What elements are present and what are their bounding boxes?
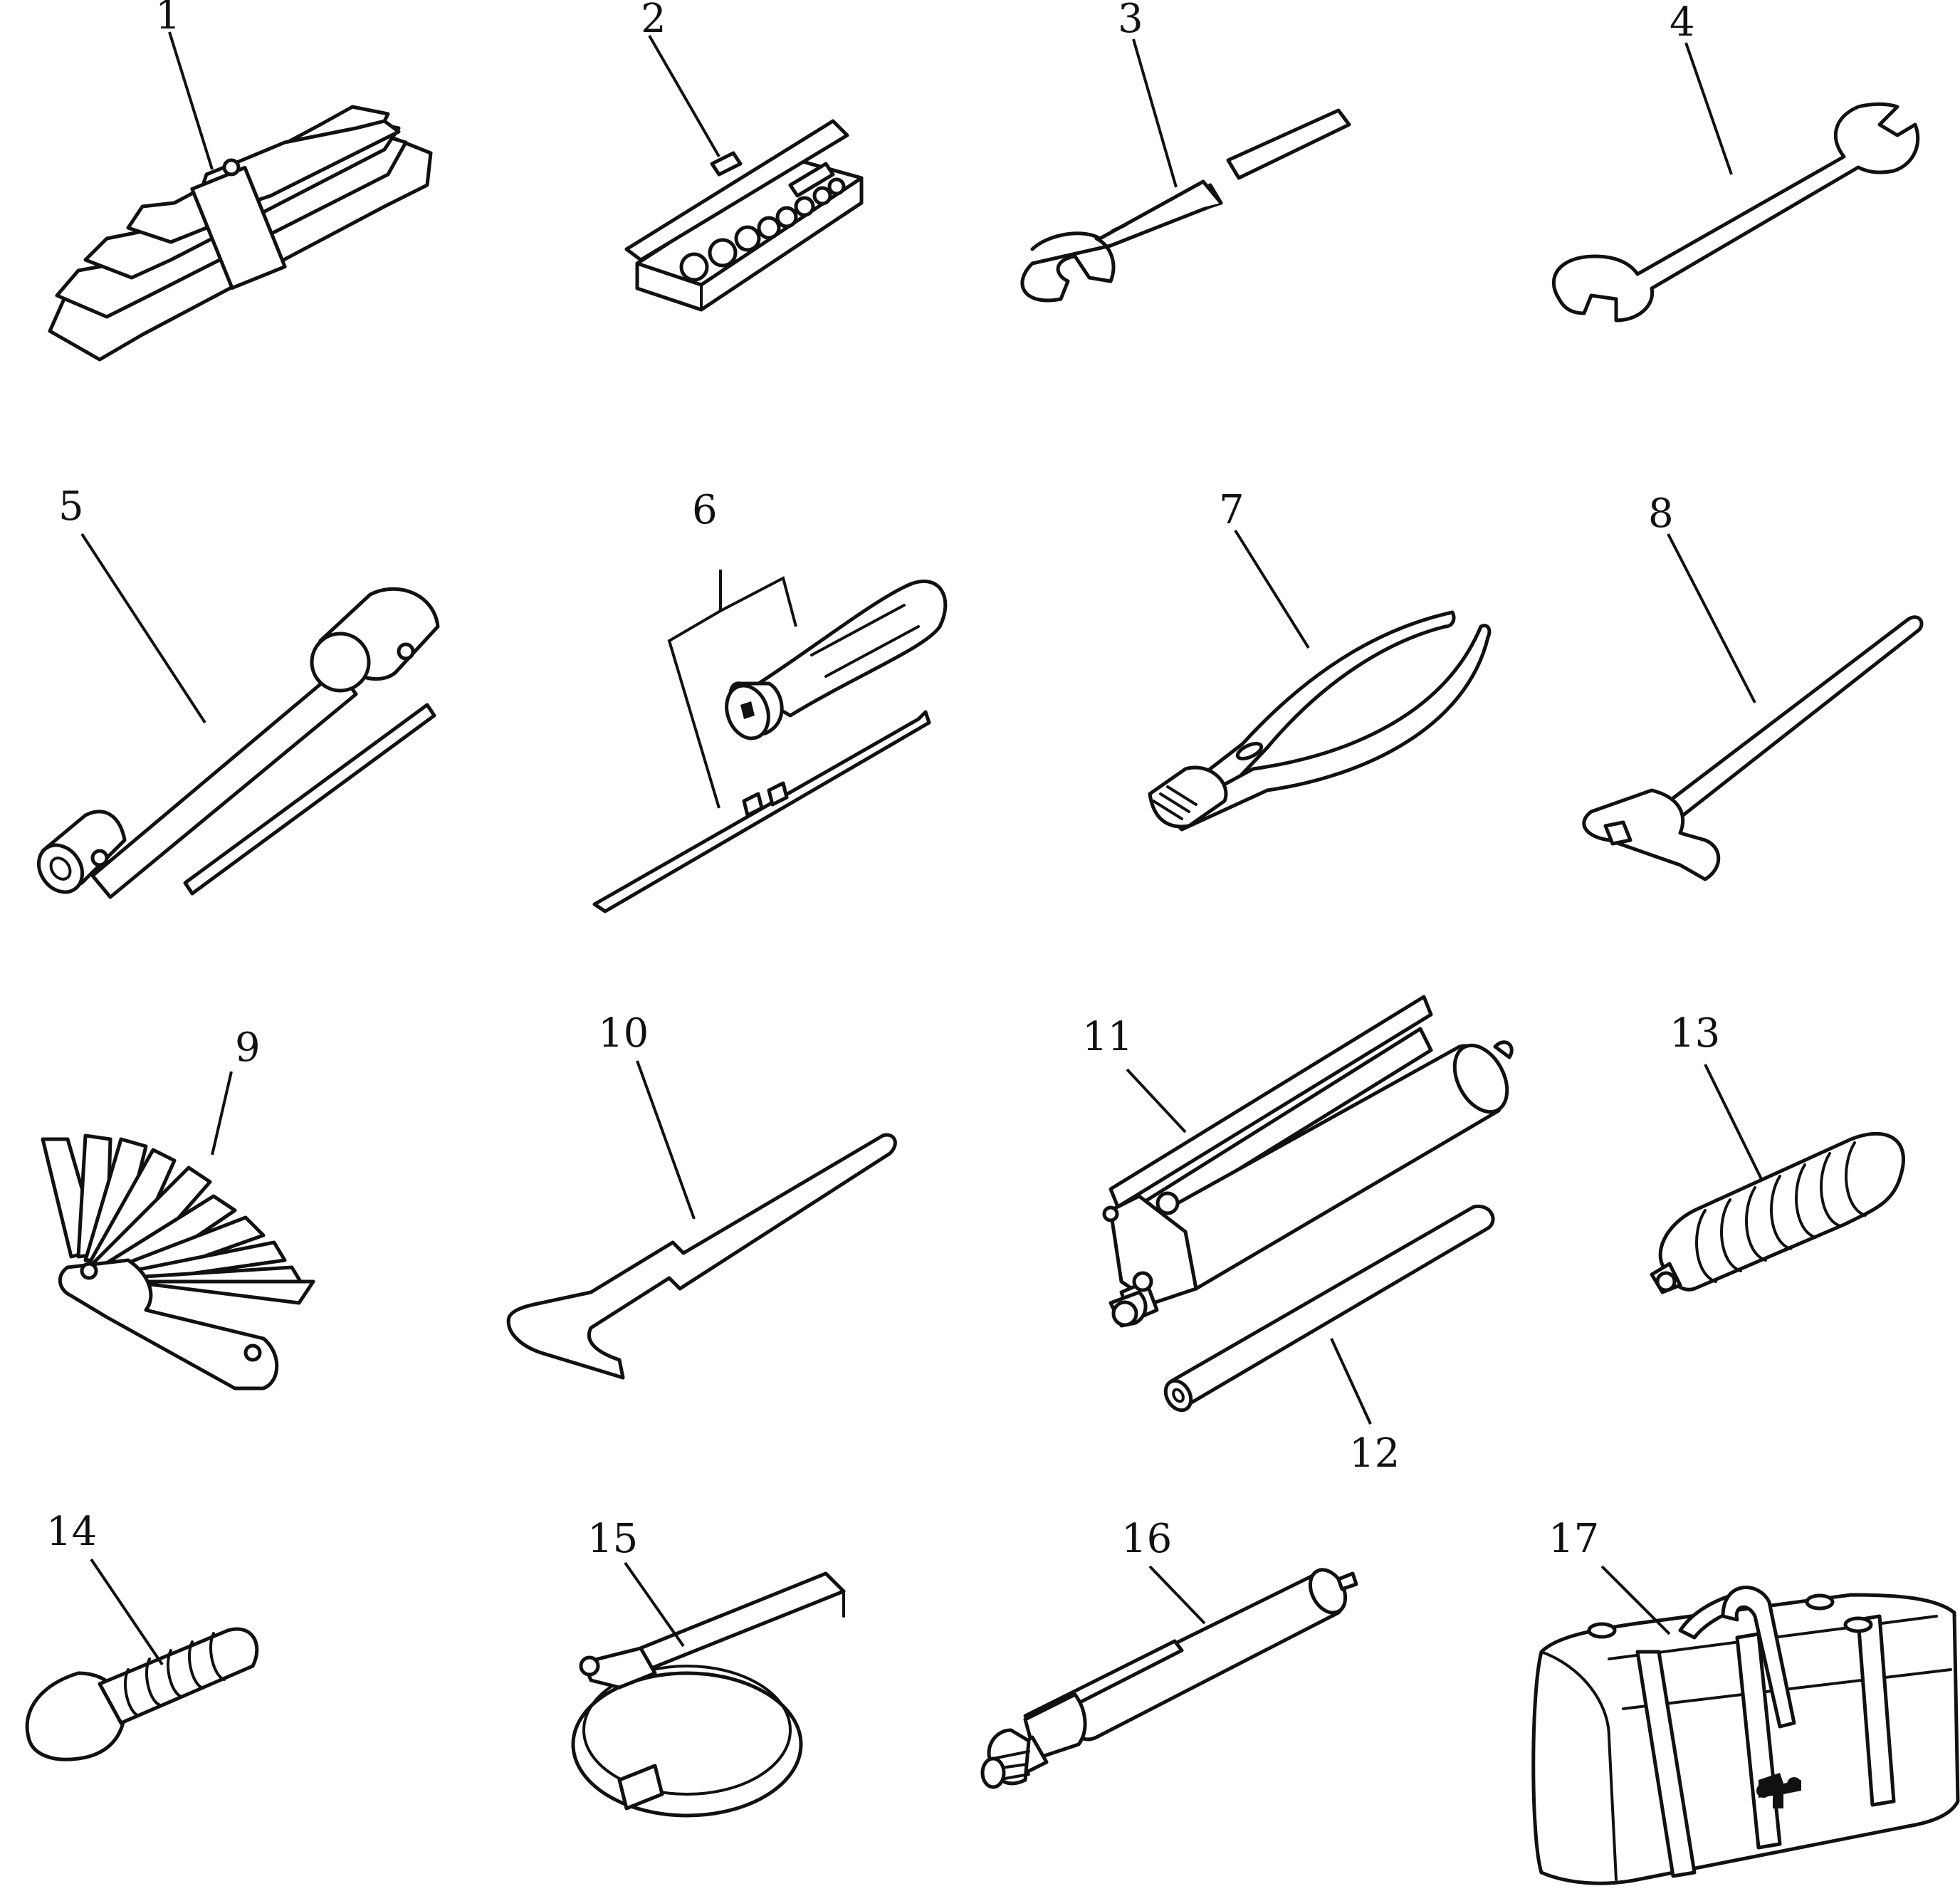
leader-11: [1126, 1068, 1187, 1133]
leader-6: [667, 570, 797, 809]
tool-15-filter-wrench: [571, 1571, 846, 1818]
callout-12: 12: [1349, 1430, 1400, 1477]
tool-11-grease-gun: [1102, 995, 1514, 1328]
leader-10: [636, 1060, 696, 1220]
callout-6: 6: [692, 487, 718, 533]
leader-5: [80, 533, 206, 724]
callout-2: 2: [641, 0, 666, 42]
tool-13-spring-adapter: [1650, 1131, 1905, 1294]
callout-8: 8: [1648, 491, 1674, 537]
tool-6-screwdriver: [592, 579, 948, 913]
tool-5-box-spanner: [37, 587, 440, 899]
leader-2: [648, 35, 720, 157]
tool-10-hook-spanner: [506, 1133, 897, 1380]
callout-15: 15: [587, 1516, 638, 1562]
leader-16: [1148, 1565, 1206, 1625]
leader-1: [168, 31, 214, 170]
leader-3: [1132, 38, 1178, 188]
leader-14: [90, 1558, 164, 1666]
tool-9-feeler-gauge: [41, 1133, 315, 1391]
leader-9: [211, 1071, 233, 1156]
callout-16: 16: [1121, 1516, 1172, 1562]
callout-1: 1: [155, 0, 181, 38]
tool-8-hammer: [1582, 615, 1924, 881]
callout-7: 7: [1219, 487, 1244, 533]
leader-12: [1330, 1338, 1372, 1425]
tool-12-extension-tube: [1163, 1204, 1495, 1413]
tool-16-lever-grease-gun: [980, 1568, 1358, 1789]
callout-10: 10: [598, 1010, 649, 1057]
callout-9: 9: [235, 1025, 261, 1071]
leader-15: [624, 1561, 685, 1648]
callout-14: 14: [46, 1509, 97, 1555]
callout-13: 13: [1670, 1010, 1720, 1057]
callout-11: 11: [1082, 1014, 1133, 1060]
callout-17: 17: [1548, 1516, 1599, 1562]
callout-4: 4: [1670, 0, 1695, 46]
tool-7-pliers: [1148, 610, 1492, 832]
leader-4: [1684, 42, 1733, 175]
tool-4-open-wrench: [1551, 102, 1920, 323]
leader-17: [1600, 1565, 1671, 1635]
callout-3: 3: [1118, 0, 1143, 42]
tool-1-wrench-set: [48, 105, 433, 362]
tool-3-box-wrench: [1020, 108, 1351, 303]
leader-13: [1704, 1064, 1764, 1181]
leader-7: [1234, 529, 1310, 649]
leader-8: [1667, 533, 1756, 703]
tool-17-tool-bag: [1531, 1586, 1960, 1885]
tool-2-socket-box: [624, 119, 864, 312]
callout-5: 5: [58, 483, 84, 530]
tool-14-threaded-pin: [25, 1627, 259, 1761]
